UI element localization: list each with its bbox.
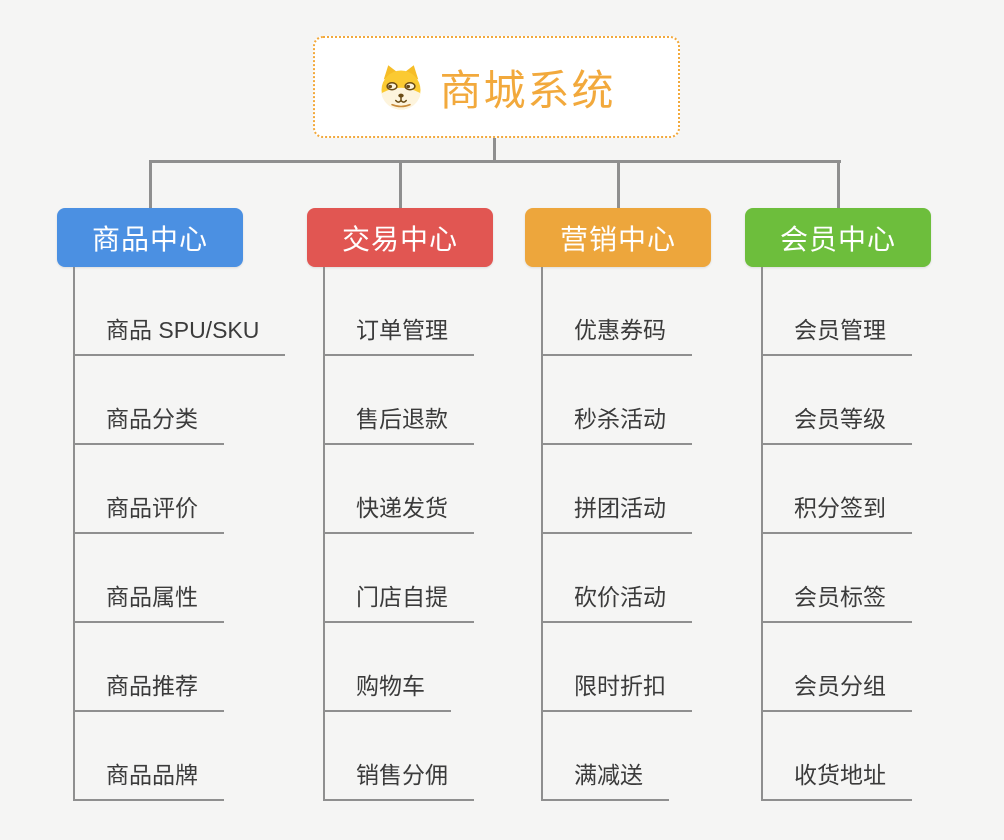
branch-spine-line: 优惠券码秒杀活动拼团活动砍价活动限时折扣满减送 [541, 267, 692, 801]
leaf-node[interactable]: 秒杀活动 [541, 400, 692, 445]
leaf-node[interactable]: 会员标签 [761, 578, 912, 623]
leaf-row: 拼团活动 [541, 445, 692, 534]
dog-face-icon [377, 63, 425, 111]
leaf-row: 快递发货 [323, 445, 474, 534]
connector-branch-drop [149, 160, 152, 208]
leaf-node[interactable]: 购物车 [323, 667, 451, 712]
leaf-row: 满减送 [541, 712, 669, 801]
leaf-row: 会员分组 [761, 623, 912, 712]
leaf-node[interactable]: 商品分类 [73, 400, 224, 445]
leaf-row: 商品评价 [73, 445, 224, 534]
leaf-row: 商品分类 [73, 356, 224, 445]
leaf-node[interactable]: 限时折扣 [541, 667, 692, 712]
leaf-row: 商品推荐 [73, 623, 224, 712]
leaf-node[interactable]: 会员等级 [761, 400, 912, 445]
connector-bus [149, 160, 841, 163]
leaf-node[interactable]: 会员管理 [761, 311, 912, 356]
leaf-node[interactable]: 销售分佣 [323, 756, 474, 801]
leaf-node[interactable]: 积分签到 [761, 489, 912, 534]
leaf-node[interactable]: 收货地址 [761, 756, 912, 801]
leaf-row: 订单管理 [323, 267, 474, 356]
root-node[interactable]: 商城系统 [313, 36, 680, 138]
leaf-node[interactable]: 商品品牌 [73, 756, 224, 801]
branch-spine-line: 会员管理会员等级积分签到会员标签会员分组收货地址 [761, 267, 912, 801]
leaf-row: 会员等级 [761, 356, 912, 445]
leaf-node[interactable]: 售后退款 [323, 400, 474, 445]
branch-label: 会员中心 [779, 223, 896, 255]
leaf-node[interactable]: 满减送 [541, 756, 669, 801]
leaf-row: 优惠券码 [541, 267, 692, 356]
leaf-node[interactable]: 拼团活动 [541, 489, 692, 534]
connector-branch-drop [399, 160, 402, 208]
leaf-node[interactable]: 商品推荐 [73, 667, 224, 712]
leaf-row: 会员标签 [761, 534, 912, 623]
connector-branch-drop [837, 160, 840, 208]
branch-label: 商品中心 [91, 223, 208, 255]
leaf-node[interactable]: 优惠券码 [541, 311, 692, 356]
branch-node-trade-center[interactable]: 交易中心 [307, 208, 493, 267]
leaf-node[interactable]: 快递发货 [323, 489, 474, 534]
branch-label: 交易中心 [341, 223, 458, 255]
leaf-row: 商品品牌 [73, 712, 224, 801]
branch-node-marketing-center[interactable]: 营销中心 [525, 208, 711, 267]
leaf-row: 售后退款 [323, 356, 474, 445]
leaf-row: 会员管理 [761, 267, 912, 356]
leaf-node[interactable]: 商品属性 [73, 578, 224, 623]
leaf-node[interactable]: 商品 SPU/SKU [73, 311, 286, 356]
leaf-row: 门店自提 [323, 534, 474, 623]
root-title: 商城系统 [439, 66, 616, 114]
leaf-row: 砍价活动 [541, 534, 692, 623]
branch-spine-line: 商品 SPU/SKU 商品分类商品评价商品属性商品推荐商品品牌 [73, 267, 286, 801]
leaf-row: 限时折扣 [541, 623, 692, 712]
leaf-row: 收货地址 [761, 712, 912, 801]
leaf-node[interactable]: 会员分组 [761, 667, 912, 712]
leaf-node[interactable]: 门店自提 [323, 578, 474, 623]
connector-branch-drop [617, 160, 620, 208]
leaf-row: 商品属性 [73, 534, 224, 623]
leaf-row: 积分签到 [761, 445, 912, 534]
leaf-row: 秒杀活动 [541, 356, 692, 445]
connector-root-stem [493, 138, 496, 162]
branch-node-product-center[interactable]: 商品中心 [57, 208, 243, 267]
branch-node-member-center[interactable]: 会员中心 [745, 208, 931, 267]
branch-label: 营销中心 [559, 223, 676, 255]
leaf-node[interactable]: 商品评价 [73, 489, 224, 534]
branch-spine-line: 订单管理售后退款快递发货门店自提购物车销售分佣 [323, 267, 474, 801]
leaf-row: 商品 SPU/SKU [73, 267, 286, 356]
leaf-node[interactable]: 订单管理 [323, 311, 474, 356]
leaf-row: 购物车 [323, 623, 451, 712]
leaf-node[interactable]: 砍价活动 [541, 578, 692, 623]
leaf-row: 销售分佣 [323, 712, 474, 801]
